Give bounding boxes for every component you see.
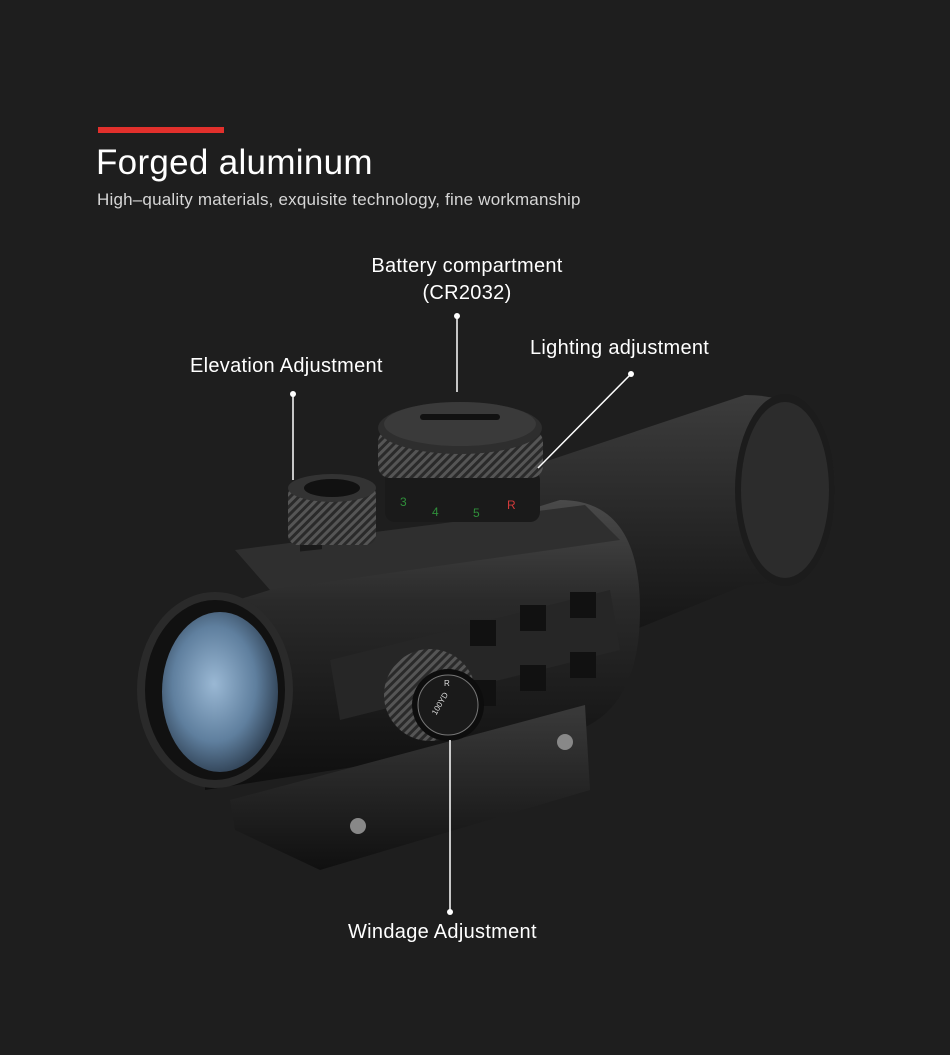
brightness-mark-r: R	[507, 498, 516, 512]
callout-lines	[292, 316, 632, 912]
battery-label-line1: Battery compartment	[371, 255, 563, 277]
page-title: Forged aluminum	[96, 143, 373, 182]
lighting-label: Lighting adjustment	[530, 337, 710, 359]
battery-label-line2: (CR2032)	[422, 282, 512, 304]
windage-label: Windage Adjustment	[348, 921, 537, 943]
front-lens	[137, 592, 293, 788]
brightness-mark-3: 3	[400, 495, 407, 509]
lighting-turret: 3 4 5 R	[378, 402, 543, 522]
windage-knob: 100YD R	[384, 649, 484, 741]
callout-dots	[290, 313, 634, 915]
battery-label: Battery compartment (CR2032)	[347, 255, 587, 305]
elevation-label: Elevation Adjustment	[190, 355, 383, 377]
brightness-mark-4: 4	[432, 505, 439, 519]
windage-cap-r: R	[444, 679, 450, 688]
weaver-mount	[230, 705, 590, 870]
lighting-callout-line	[537, 373, 632, 469]
page-subtitle: High–quality materials, exquisite techno…	[97, 190, 581, 209]
elevation-knob	[288, 474, 376, 545]
brightness-mark-5: 5	[473, 506, 480, 520]
accent-bar	[98, 127, 224, 133]
